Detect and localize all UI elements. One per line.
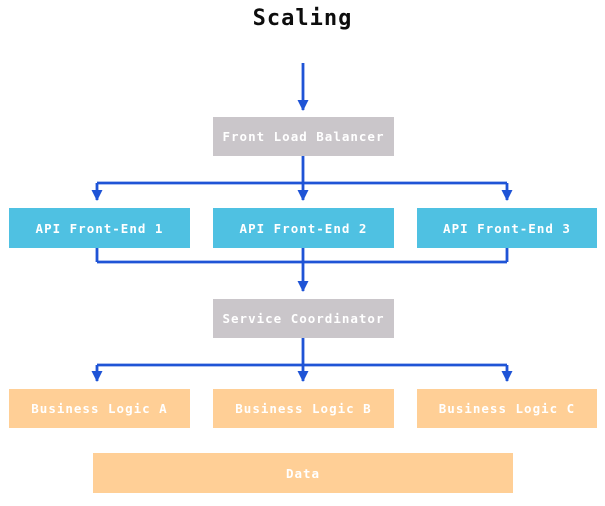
node-label: Front Load Balancer xyxy=(222,129,385,144)
node-api-front-end-1: API Front-End 1 xyxy=(9,208,190,248)
node-data: Data xyxy=(93,453,513,493)
edges-api-frontends-to-coordinator xyxy=(95,248,509,292)
node-front-load-balancer: Front Load Balancer xyxy=(213,117,394,156)
node-label: Business Logic A xyxy=(31,401,168,416)
edges-balancer-to-api-frontends xyxy=(91,156,513,201)
diagram-title: Scaling xyxy=(252,6,353,31)
node-label: Business Logic C xyxy=(438,401,576,416)
node-label: Data xyxy=(285,465,321,481)
node-label: API Front-End 1 xyxy=(35,220,164,236)
node-business-logic-b: Business Logic B xyxy=(213,389,394,428)
node-label: API Front-End 2 xyxy=(239,220,368,236)
node-label: Service Coordinator xyxy=(222,311,385,326)
edges-coordinator-to-business-logic xyxy=(91,338,513,382)
node-business-logic-a: Business Logic A xyxy=(9,389,190,428)
node-service-coordinator: Service Coordinator xyxy=(213,299,394,338)
node-label: API Front-End 3 xyxy=(443,220,571,236)
node-api-front-end-3: API Front-End 3 xyxy=(417,208,597,248)
node-business-logic-c: Business Logic C xyxy=(417,389,597,428)
node-api-front-end-2: API Front-End 2 xyxy=(213,208,394,248)
node-label: Business Logic B xyxy=(235,401,372,416)
